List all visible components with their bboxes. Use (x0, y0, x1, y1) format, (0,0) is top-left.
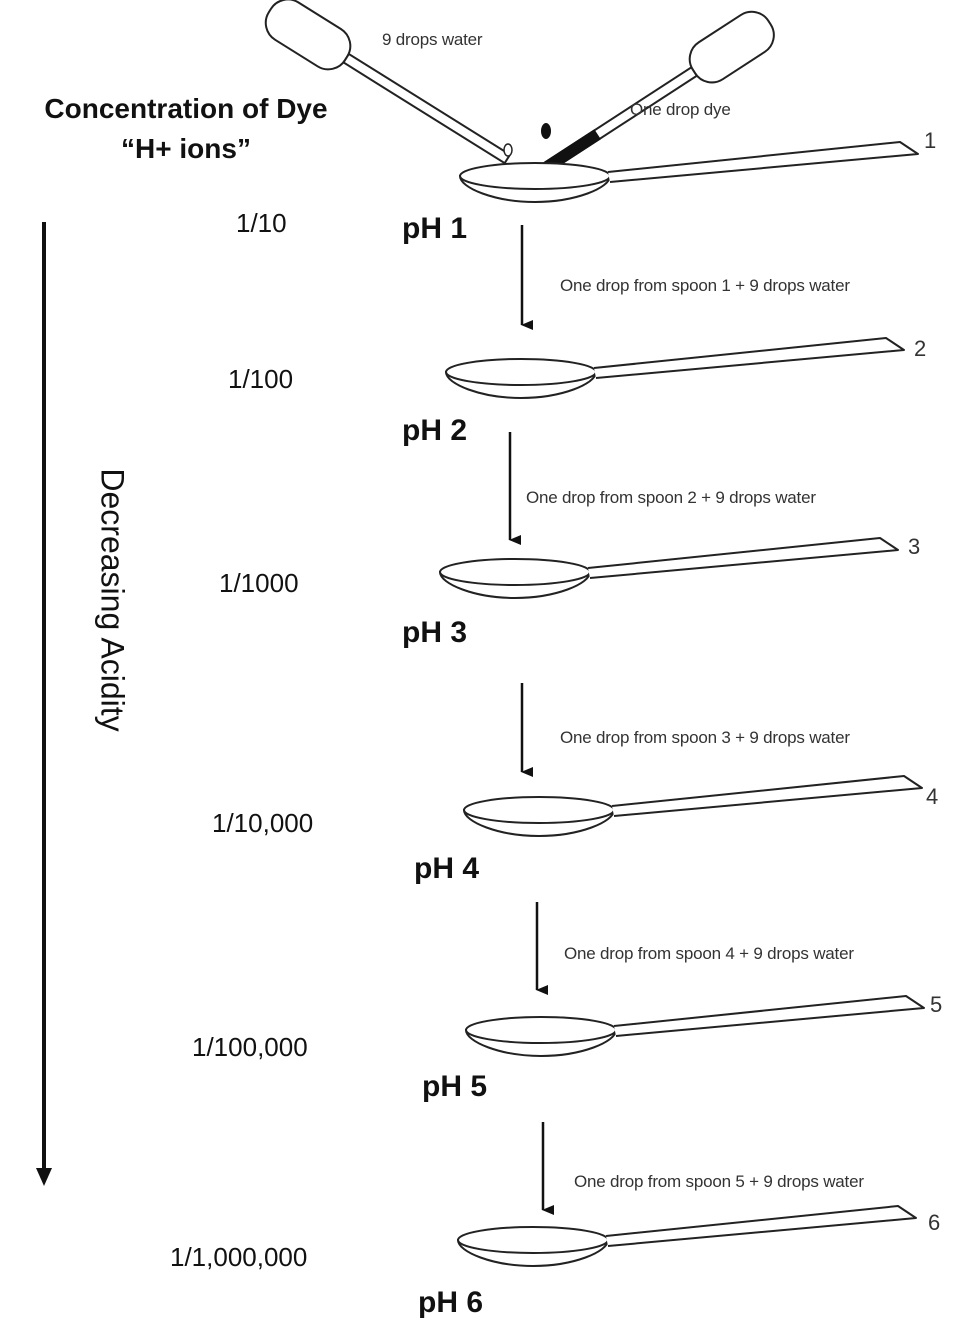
dye-dropper-label: One drop dye (630, 100, 731, 119)
ph-label-5: pH 5 (422, 1070, 488, 1103)
concentration-6: 1/1,000,000 (170, 1242, 308, 1272)
spoon-number-1: 1 (924, 128, 937, 153)
concentration-5: 1/100,000 (192, 1032, 308, 1062)
spoon-3 (439, 537, 899, 599)
concentration-2: 1/100 (228, 364, 294, 394)
ph-label-2: pH 2 (402, 414, 468, 447)
diagram-subtitle: “H+ ions” (121, 133, 251, 164)
ph-label-3: pH 3 (402, 616, 468, 649)
ph-label-6: pH 6 (418, 1286, 484, 1319)
acidity-arrowhead (36, 1168, 52, 1186)
spoon-4 (463, 775, 923, 837)
ph-label-1: pH 1 (402, 212, 468, 245)
spoon-number-3: 3 (908, 534, 921, 559)
spoon-number-6: 6 (928, 1210, 941, 1235)
transfer-text-3: One drop from spoon 3 + 9 drops water (560, 728, 850, 747)
concentration-3: 1/1000 (219, 568, 299, 598)
water-dropper (264, 0, 512, 165)
transfer-text-1: One drop from spoon 1 + 9 drops water (560, 276, 850, 295)
dye-drop (541, 123, 551, 139)
spoon-5 (465, 995, 925, 1057)
diagram-title: Concentration of Dye (44, 93, 328, 124)
spoon-number-2: 2 (914, 336, 927, 361)
concentration-4: 1/10,000 (212, 808, 314, 838)
spoon-6 (457, 1205, 917, 1267)
spoon-number-4: 4 (926, 784, 939, 809)
water-dropper-label: 9 drops water (382, 30, 483, 49)
spoon-number-5: 5 (930, 992, 943, 1017)
ph-label-4: pH 4 (414, 852, 480, 885)
axis-label: Decreasing Acidity (94, 468, 131, 732)
spoon-2 (445, 337, 905, 399)
concentration-1: 1/10 (236, 208, 287, 238)
transfer-text-5: One drop from spoon 5 + 9 drops water (574, 1172, 864, 1191)
water-drop (503, 143, 513, 157)
transfer-text-4: One drop from spoon 4 + 9 drops water (564, 944, 854, 963)
spoon-1 (459, 141, 919, 203)
transfer-text-2: One drop from spoon 2 + 9 drops water (526, 488, 816, 507)
